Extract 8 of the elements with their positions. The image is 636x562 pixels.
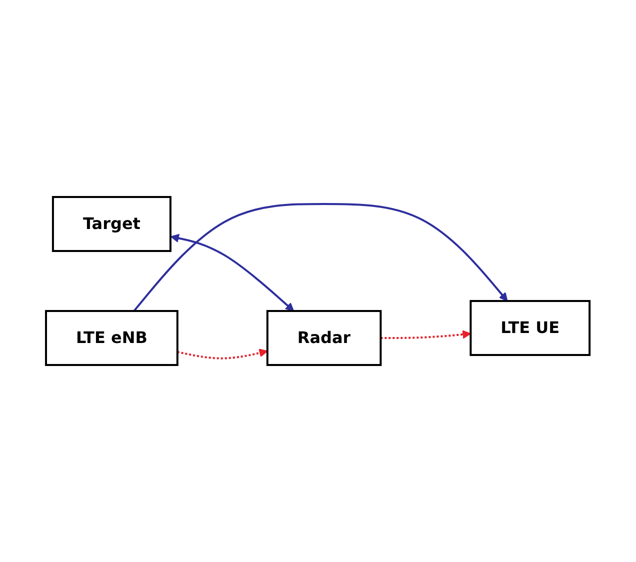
node-box: Radar [266,310,382,366]
arrow [177,348,268,360]
arrow [170,234,294,312]
node-box: Target [52,196,172,252]
arrow [133,203,508,312]
arrow [380,330,472,339]
node-box: LTE eNB [45,310,179,366]
node-box: LTE UE [470,300,591,356]
